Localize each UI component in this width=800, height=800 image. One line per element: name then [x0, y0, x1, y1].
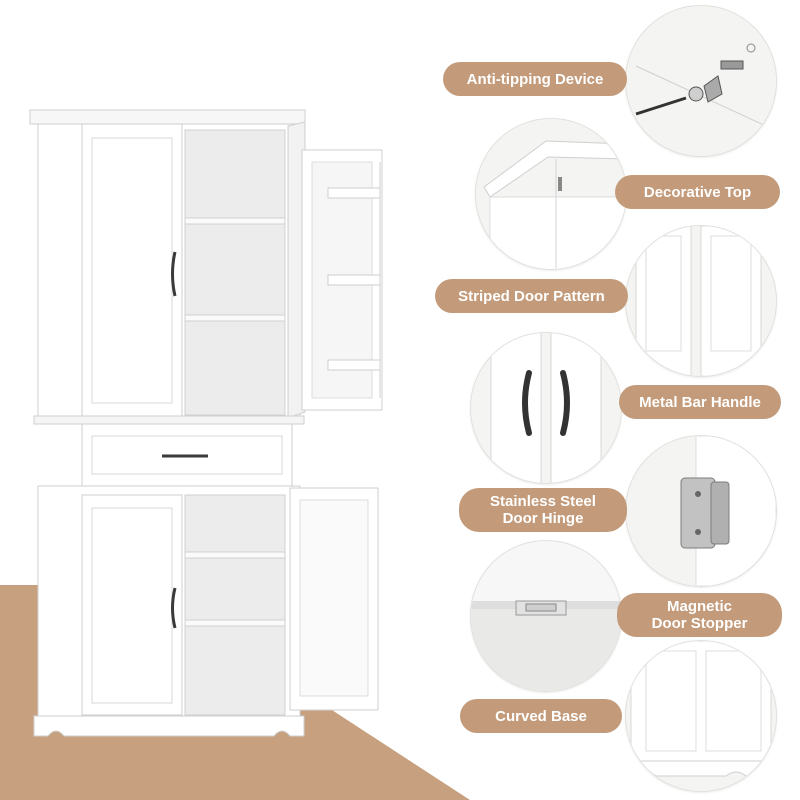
feature-label-door-hinge: Stainless Steel Door Hinge: [459, 488, 627, 532]
anti-tipping-device-icon: [625, 5, 777, 157]
striped-door-pattern-icon: [625, 225, 777, 377]
metal-bar-handle-icon: [470, 332, 622, 484]
door-hinge-icon: [625, 435, 777, 587]
magnetic-stopper-icon: [470, 540, 622, 692]
feature-label-decorative-top: Decorative Top: [615, 175, 780, 209]
feature-label-anti-tipping: Anti-tipping Device: [443, 62, 627, 96]
feature-label-curved-base: Curved Base: [460, 699, 622, 733]
pantry-cabinet-image: [29, 109, 383, 737]
feature-label-magnetic-stopper: Magnetic Door Stopper: [617, 593, 782, 637]
curved-base-icon: [625, 640, 777, 792]
feature-label-metal-handle: Metal Bar Handle: [619, 385, 781, 419]
decorative-top-icon: [475, 118, 627, 270]
feature-label-striped-door: Striped Door Pattern: [435, 279, 628, 313]
